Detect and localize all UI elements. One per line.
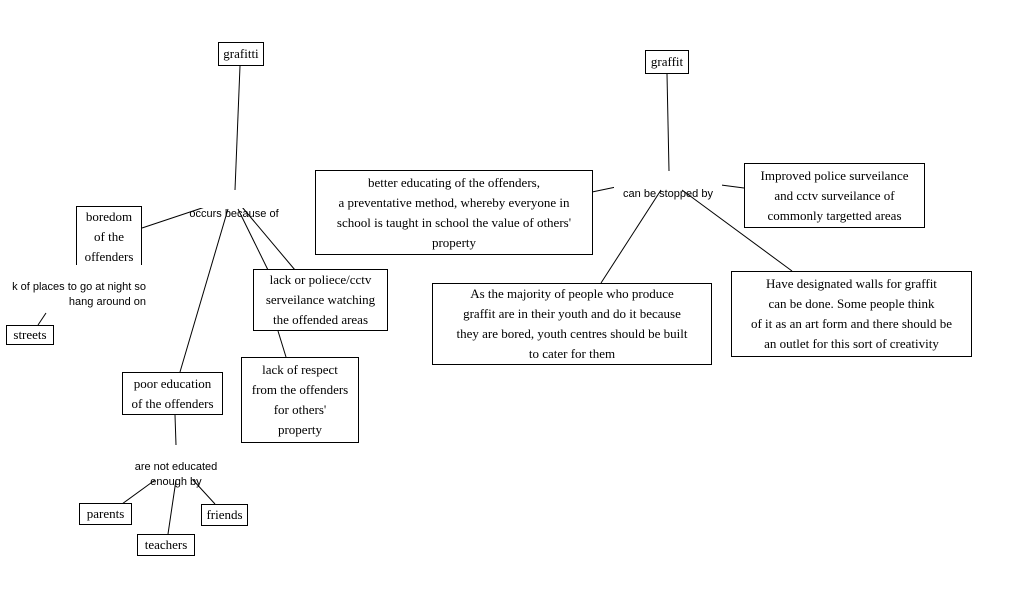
concept-label: parents bbox=[86, 506, 125, 521]
concept-node-improved-police[interactable]: Improved police surveilance and cctv sur… bbox=[744, 163, 925, 228]
concept-label: lack or poliece/cctv serveilance watchin… bbox=[265, 272, 376, 327]
concept-node-youth-centres[interactable]: As the majority of people who produce gr… bbox=[432, 283, 712, 365]
concept-label: teachers bbox=[144, 537, 188, 552]
concept-label: boredom of the offenders bbox=[84, 208, 134, 264]
concept-label: Improved police surveilance and cctv sur… bbox=[760, 167, 909, 223]
connector-stopped-designated-walls bbox=[681, 189, 793, 272]
concept-label: lack of respect from the offenders for o… bbox=[251, 362, 349, 437]
connector-occurs-boredom bbox=[141, 206, 206, 229]
concept-node-graffit[interactable]: graffit bbox=[645, 50, 689, 74]
concept-node-better-educating[interactable]: better educating of the offenders, a pre… bbox=[315, 170, 593, 255]
concept-label: better educating of the offenders, a pre… bbox=[336, 174, 572, 250]
connector-not-educated-friends bbox=[192, 479, 216, 505]
connector-graffit-stopped bbox=[666, 73, 670, 172]
concept-node-streets[interactable]: streets bbox=[6, 325, 54, 345]
connector-lackplaces-streets bbox=[37, 312, 47, 326]
concept-node-teachers[interactable]: teachers bbox=[137, 534, 195, 556]
connector-stopped-improved-police bbox=[720, 184, 745, 189]
concept-label: streets bbox=[13, 327, 47, 342]
connector-not-educated-parents bbox=[121, 479, 156, 505]
concept-node-boredom[interactable]: boredom of the offenders bbox=[76, 206, 142, 267]
concept-node-lack-of-respect[interactable]: lack of respect from the offenders for o… bbox=[241, 357, 359, 443]
connector-not-educated-teachers bbox=[167, 479, 177, 535]
concept-node-grafitti[interactable]: grafitti bbox=[218, 42, 264, 66]
concept-node-friends[interactable]: friends bbox=[201, 504, 248, 526]
connector-stopped-better-educating bbox=[591, 186, 617, 193]
concept-label: Have designated walls for graffit can be… bbox=[750, 276, 953, 351]
concept-label: friends bbox=[206, 507, 243, 522]
concept-label: graffit bbox=[650, 54, 684, 69]
link-label-occurs-because-of[interactable]: occurs because of bbox=[181, 192, 287, 220]
link-label-lack-of-places[interactable]: k of places to go at night so hang aroun… bbox=[0, 265, 146, 308]
connector-grafitti-occurs bbox=[234, 65, 241, 191]
connector-stopped-youth-centres bbox=[600, 189, 662, 284]
connector-education-not-educated bbox=[174, 414, 177, 446]
concept-node-designated-walls[interactable]: Have designated walls for graffit can be… bbox=[731, 271, 972, 357]
connector-occurs-lack-respect bbox=[237, 208, 269, 271]
concept-label: As the majority of people who produce gr… bbox=[456, 286, 688, 361]
concept-node-parents[interactable]: parents bbox=[79, 503, 132, 525]
concept-node-police-cctv[interactable]: lack or poliece/cctv serveilance watchin… bbox=[253, 269, 388, 331]
connector-occurs-police-cctv bbox=[241, 206, 296, 271]
concept-node-poor-education[interactable]: poor education of the offenders bbox=[122, 372, 223, 415]
link-label-not-educated-enough-by[interactable]: are not educated enough by bbox=[124, 445, 228, 488]
concept-label: poor education of the offenders bbox=[131, 375, 214, 411]
connector-occurs-poor-education bbox=[179, 208, 229, 373]
connector-police-lack-respect bbox=[277, 330, 287, 358]
concept-label: grafitti bbox=[223, 46, 259, 61]
link-label-can-be-stopped-by[interactable]: can be stopped by bbox=[614, 172, 722, 200]
